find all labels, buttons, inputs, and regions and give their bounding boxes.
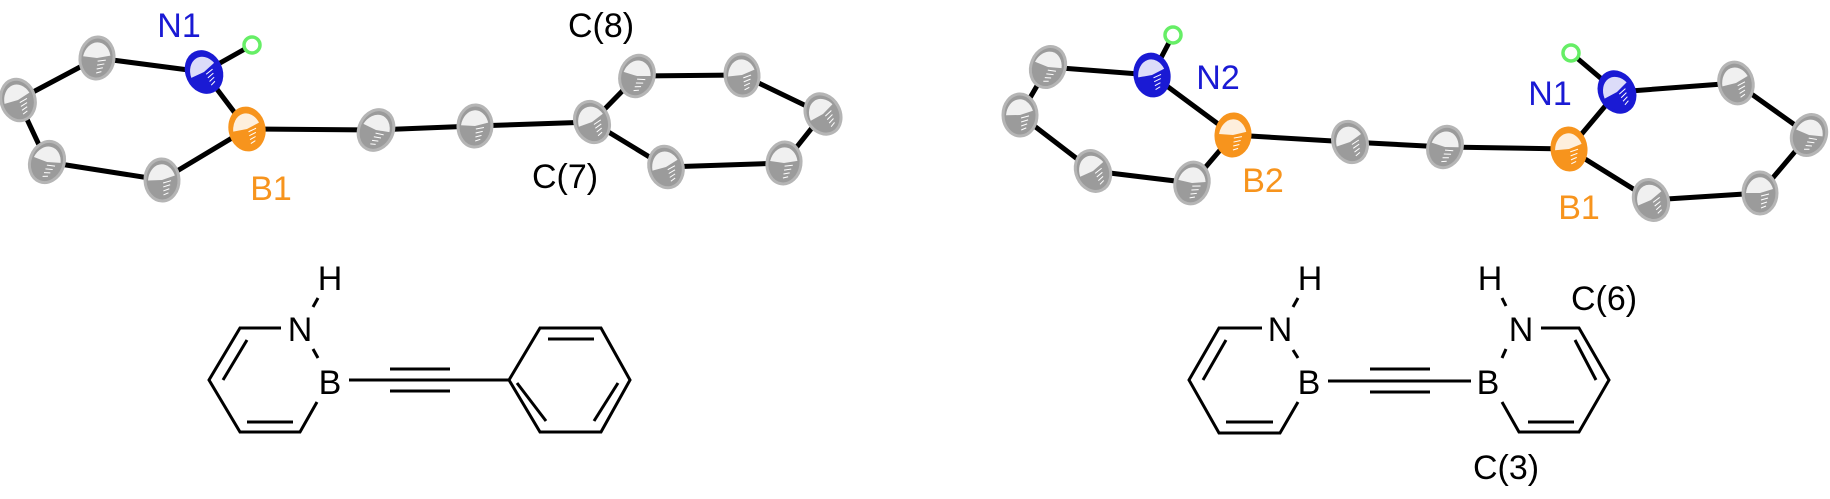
- label-b2: B2: [1242, 162, 1284, 200]
- structure-left: H N B: [207, 260, 632, 434]
- label-b1-right: B1: [1558, 189, 1600, 227]
- carbon-atom-ellipsoid: [1631, 178, 1671, 222]
- carbon-atom-ellipsoid: [1741, 170, 1779, 216]
- label-c8: C(8): [568, 7, 634, 45]
- hydrogen-atom: [1561, 43, 1581, 63]
- bond: [244, 126, 379, 133]
- double-bond-inner: [221, 339, 249, 381]
- atom-n: N: [1268, 311, 1293, 349]
- bond: [1230, 132, 1353, 145]
- carbon-atom-ellipsoid: [27, 139, 67, 185]
- double-bond-inner: [1201, 339, 1228, 381]
- n-b-bond: [1500, 348, 1508, 359]
- bond: [472, 119, 595, 129]
- phenyl-double-inner: [592, 382, 620, 422]
- atom-b: B: [1477, 364, 1500, 402]
- carbon-atom-ellipsoid: [1331, 119, 1369, 165]
- label-b1-left: B1: [250, 170, 292, 208]
- structure-right: H N B H N B C(6) C(3): [1187, 260, 1637, 487]
- carbon-atom-ellipsoid: [1173, 160, 1211, 206]
- label-n2: N2: [1196, 59, 1239, 97]
- n-h-bond: [1291, 297, 1300, 308]
- label-c6: C(6): [1571, 280, 1637, 318]
- carbon-atom-ellipsoid: [572, 99, 612, 145]
- atom-n: N: [1509, 311, 1534, 349]
- label-n1-right: N1: [1528, 75, 1571, 113]
- boron-atom-ellipsoid: [1214, 112, 1252, 158]
- n-b-bond: [1291, 349, 1300, 359]
- carbon-atom-ellipsoid: [723, 52, 761, 98]
- bond: [663, 160, 787, 170]
- atom-h: H: [1298, 260, 1323, 298]
- ring-bonds-left: [1187, 326, 1300, 435]
- label-c3: C(3): [1473, 449, 1539, 487]
- label-n1-left: N1: [157, 7, 200, 45]
- ortep-atoms: [0, 25, 1829, 222]
- hydrogen-atom: [1163, 25, 1183, 45]
- nitrogen-atom-ellipsoid: [1133, 52, 1171, 98]
- atom-b: B: [1298, 364, 1321, 402]
- bond: [1614, 80, 1739, 95]
- carbon-atom-ellipsoid: [1426, 124, 1464, 170]
- nitrogen-atom-ellipsoid: [184, 50, 224, 94]
- carbon-atom-ellipsoid: [765, 140, 803, 186]
- carbon-atom-ellipsoid: [618, 53, 656, 99]
- double-bond-inner: [1573, 339, 1598, 381]
- atom-h: H: [1478, 260, 1503, 298]
- carbon-atom-ellipsoid: [1028, 45, 1068, 89]
- carbon-atom-ellipsoid: [1717, 60, 1755, 106]
- hydrogen-atom: [242, 35, 262, 55]
- carbon-atom-ellipsoid: [1789, 113, 1829, 157]
- carbon-atom-ellipsoid: [356, 108, 396, 152]
- nitrogen-atom-ellipsoid: [1597, 70, 1637, 114]
- bond: [44, 159, 165, 183]
- phenyl-ring: [507, 326, 632, 434]
- atom-b: B: [319, 364, 342, 402]
- carbon-atom-ellipsoid: [0, 77, 37, 123]
- atom-n: N: [288, 311, 313, 349]
- ring-bonds-right: [1500, 326, 1611, 434]
- carbon-atom-ellipsoid: [456, 103, 494, 149]
- boron-atom-ellipsoid: [228, 106, 266, 152]
- carbon-atom-ellipsoid: [143, 157, 181, 203]
- atom-h: H: [318, 260, 343, 298]
- carbon-atom-ellipsoid: [1073, 149, 1113, 193]
- carbon-atom-ellipsoid: [803, 92, 843, 136]
- label-c7: C(7): [532, 158, 598, 196]
- boron-atom-ellipsoid: [1550, 126, 1588, 172]
- carbon-atom-ellipsoid: [1001, 92, 1039, 138]
- n-h-bond: [1500, 297, 1508, 307]
- n-b-bond: [311, 348, 320, 359]
- bond: [1442, 144, 1572, 152]
- carbon-atom-ellipsoid: [78, 35, 116, 81]
- ring-bonds: [207, 326, 319, 434]
- n-h-bond: [311, 297, 320, 308]
- phenyl-double-inner: [515, 382, 548, 422]
- carbon-atom-ellipsoid: [647, 144, 685, 190]
